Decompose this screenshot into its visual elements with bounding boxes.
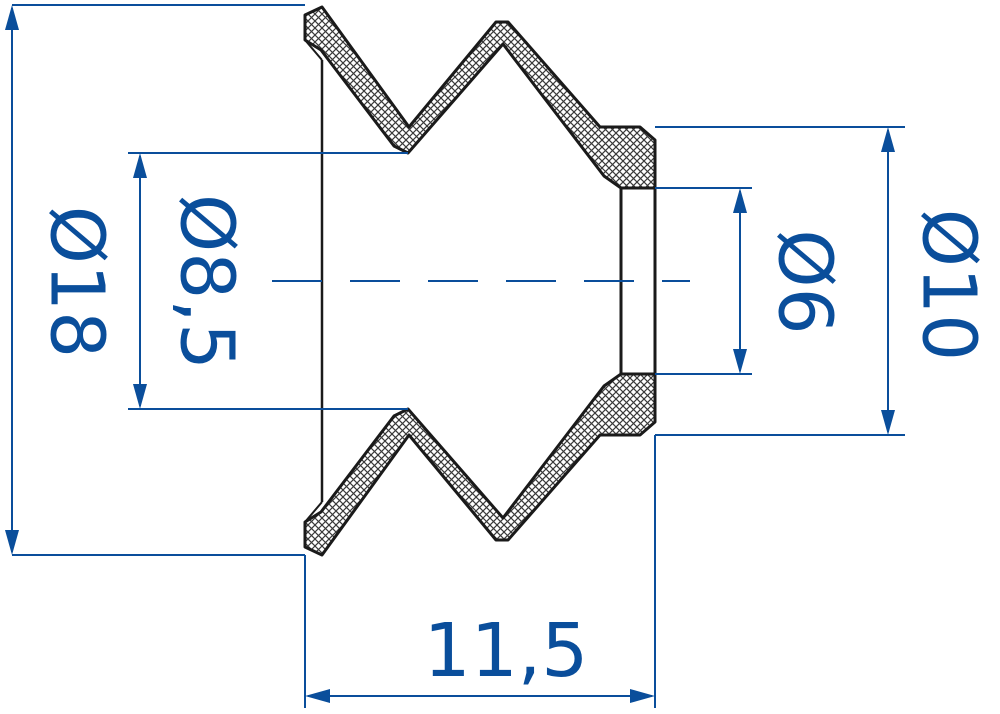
dimension-label-inner-diameter: Ø8,5 bbox=[163, 194, 249, 370]
dimension-label-outer-diameter: Ø18 bbox=[33, 206, 119, 358]
dimension-lines bbox=[11, 4, 905, 708]
dimension-arrowheads bbox=[5, 5, 895, 703]
lip-edge-upper bbox=[304, 39, 323, 61]
upper-wall-section bbox=[303, 5, 657, 190]
lower-wall-section bbox=[303, 372, 657, 557]
dimension-label-neck-diameter: Ø10 bbox=[905, 209, 991, 361]
dimension-label-overall-length: 11,5 bbox=[424, 608, 589, 694]
dimension-label-bore-diameter: Ø6 bbox=[761, 229, 847, 334]
lip-edge-lower bbox=[304, 501, 323, 523]
